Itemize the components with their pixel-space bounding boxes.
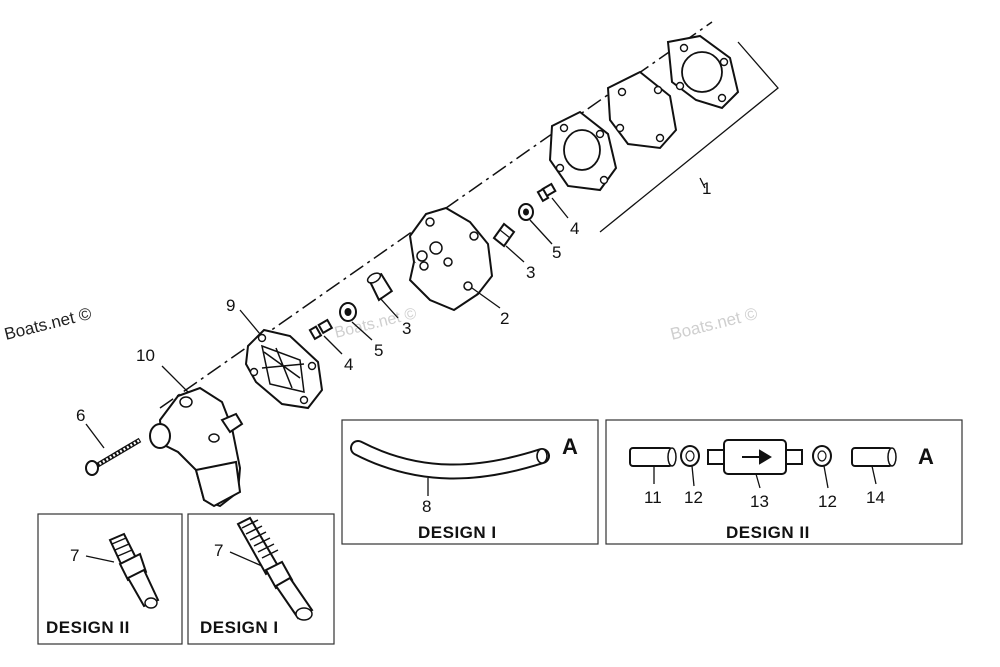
check-valve-lower xyxy=(366,272,394,302)
leader-6 xyxy=(85,423,105,449)
hose-design-2-label: DESIGN II xyxy=(726,523,810,542)
leader-2 xyxy=(471,287,501,309)
callout-7-design2: 7 xyxy=(70,546,79,565)
fitting-design-2-box xyxy=(37,513,183,645)
leader-12-right xyxy=(823,465,829,489)
callout-8: 8 xyxy=(422,497,431,516)
check-valve-washer-lower xyxy=(339,302,357,322)
callout-12-left: 12 xyxy=(684,488,703,507)
leader-1 xyxy=(699,177,706,189)
hose-clamp-right xyxy=(812,445,832,467)
callout-10: 10 xyxy=(136,346,155,365)
leader-13 xyxy=(755,473,761,489)
callout-2: 2 xyxy=(500,309,509,328)
check-valve-upper xyxy=(492,222,516,248)
leader-7-design1 xyxy=(229,551,263,567)
callout-12-right: 12 xyxy=(818,492,837,511)
callout-7-design1: 7 xyxy=(214,541,223,560)
callout-4-lower: 4 xyxy=(344,355,353,374)
hose-design-2-ref: A xyxy=(918,444,934,469)
fuel-hose xyxy=(350,440,550,480)
gasket-plate-2 xyxy=(548,110,618,192)
leader-5-upper xyxy=(529,219,553,245)
callout-6: 6 xyxy=(76,406,85,425)
leader-12-left xyxy=(691,465,695,487)
diaphragm-plate xyxy=(606,70,678,150)
leader-3-lower xyxy=(379,297,399,319)
leader-14 xyxy=(871,465,877,485)
pump-gasket xyxy=(244,328,324,410)
leader-4-upper xyxy=(551,197,569,219)
hose-design-2-box xyxy=(605,419,963,545)
mounting-bolt xyxy=(85,437,142,476)
callout-4-upper: 4 xyxy=(570,219,579,238)
inline-fuel-filter xyxy=(707,439,803,475)
hose-design-1-label: DESIGN I xyxy=(418,523,497,542)
check-valve-screw-lower xyxy=(308,318,334,341)
callout-bracket-1 xyxy=(599,41,779,233)
hose-design-1-box xyxy=(341,419,599,545)
gasket-plate-1 xyxy=(666,34,740,110)
leader-9 xyxy=(239,309,261,335)
fitting-design-2 xyxy=(108,532,160,609)
pump-base-housing xyxy=(149,386,244,508)
callout-13: 13 xyxy=(750,492,769,511)
callout-1: 1 xyxy=(702,179,711,198)
callout-3-lower: 3 xyxy=(402,319,411,338)
leader-3-upper xyxy=(505,245,525,263)
leader-7-design2 xyxy=(85,555,115,563)
hose-design-1-ref: A xyxy=(562,434,578,459)
hose-clamp-left xyxy=(680,445,700,467)
callout-5-lower: 5 xyxy=(374,341,383,360)
hose-segment-left xyxy=(629,447,677,467)
leader-5-lower xyxy=(351,321,373,341)
check-valve-screw-upper xyxy=(536,182,557,203)
callout-9: 9 xyxy=(226,296,235,315)
fitting-design-1-box xyxy=(187,513,335,645)
callout-11: 11 xyxy=(644,488,662,507)
leader-10 xyxy=(161,365,189,393)
fitting-design-2-label: DESIGN II xyxy=(46,618,130,637)
watermark-right: Boats.net © xyxy=(668,304,759,344)
callout-14: 14 xyxy=(866,488,885,507)
check-valve-washer-upper xyxy=(518,203,534,221)
hose-segment-right xyxy=(851,447,897,467)
callout-3-upper: 3 xyxy=(526,263,535,282)
fitting-design-1-label: DESIGN I xyxy=(200,618,279,637)
fuel-pump-body xyxy=(408,206,494,312)
watermark-left: Boats.net © xyxy=(2,304,93,344)
leader-4-lower xyxy=(323,335,343,355)
fitting-design-1-in-place xyxy=(236,516,314,621)
callout-5-upper: 5 xyxy=(552,243,561,262)
